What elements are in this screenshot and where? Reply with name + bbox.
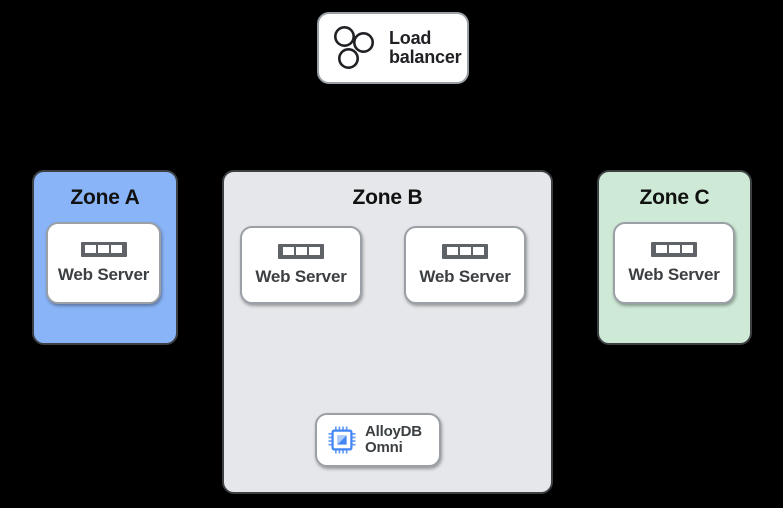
alloydb-omni-node[interactable]: AlloyDB Omni	[315, 413, 441, 467]
zone-title-b: Zone B	[352, 186, 423, 209]
server-rack-icon	[651, 241, 697, 257]
load-balancer-node[interactable]: Load balancer	[317, 12, 469, 84]
web-server-node-zone-a[interactable]: Web Server	[46, 222, 161, 304]
web-server-node-zone-b-1[interactable]: Web Server	[240, 226, 362, 304]
server-rack-icon	[442, 243, 488, 259]
server-rack-icon	[278, 243, 324, 259]
load-balancer-label-line1: Load	[389, 27, 432, 48]
web-server-label: Web Server	[419, 266, 511, 286]
zone-title-c: Zone C	[639, 186, 710, 209]
web-server-node-zone-b-2[interactable]: Web Server	[404, 226, 526, 304]
load-balancer-label: Load balancer	[389, 27, 462, 68]
chip-icon	[328, 426, 356, 454]
alloydb-omni-label: AlloyDB Omni	[365, 422, 422, 456]
web-server-label: Web Server	[628, 264, 720, 284]
load-balancer-icon	[334, 26, 374, 69]
server-rack-icon	[80, 241, 127, 257]
web-server-label: Web Server	[255, 266, 347, 286]
load-balancer-label-line2: balancer	[389, 47, 462, 67]
web-server-label: Web Server	[57, 264, 150, 284]
web-server-node-zone-c[interactable]: Web Server	[613, 222, 735, 304]
zone-title-a: Zone A	[70, 186, 140, 209]
alloydb-omni-label-line2: Omni	[365, 439, 403, 456]
alloydb-omni-label-line1: AlloyDB	[365, 422, 422, 440]
